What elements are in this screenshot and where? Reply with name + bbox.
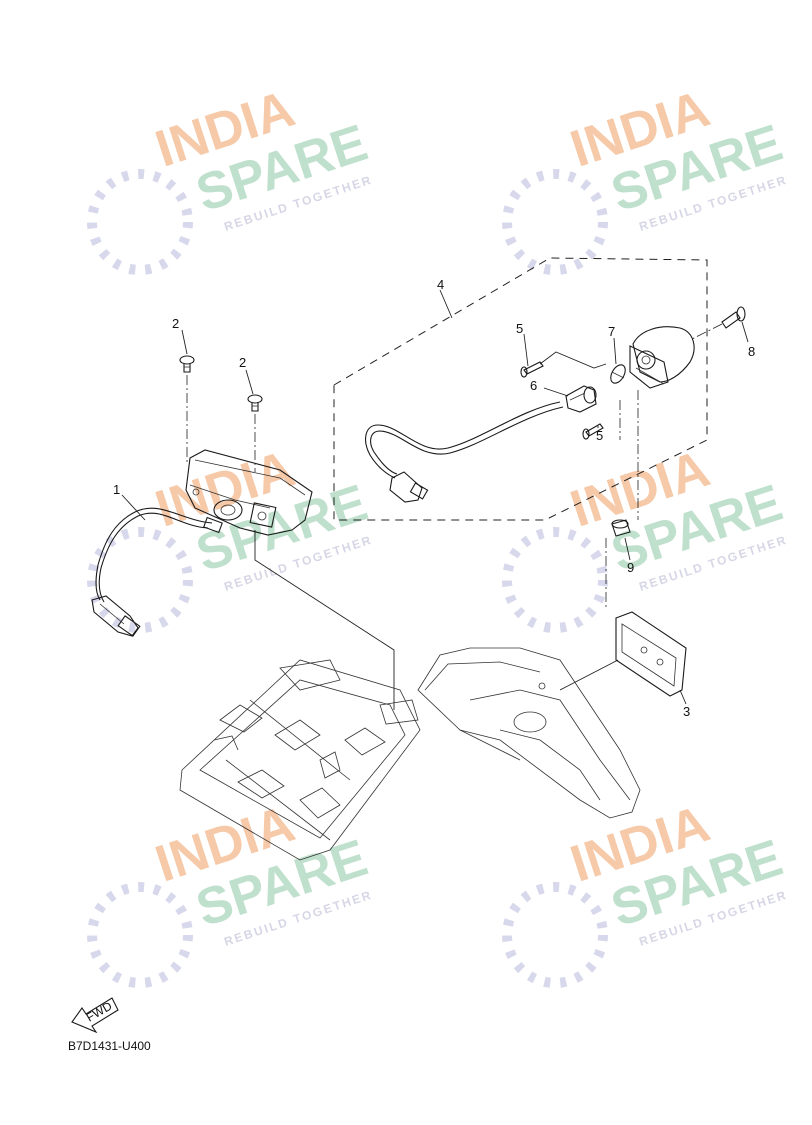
screw-5a (520, 361, 544, 378)
callout-4: 4 (437, 277, 444, 292)
watermark-gear-icon (502, 169, 608, 275)
screw-2b (247, 394, 263, 412)
callout-9: 9 (627, 560, 634, 575)
watermark-gear-icon (87, 169, 193, 275)
callout-2b-leader (245, 369, 254, 395)
callout-3-leader (679, 689, 687, 705)
rear-fender (417, 647, 641, 819)
callout-8-leader (741, 321, 749, 343)
license-light-cable-outer (370, 406, 564, 475)
callout-8: 8 (748, 344, 755, 359)
screw-5a-leader (539, 351, 607, 369)
watermark-top-left: INDIA SPARE REBUILD TOGETHER (87, 80, 374, 275)
screw-5b (582, 423, 604, 440)
fwd-label: FWD (84, 999, 115, 1025)
callout-1-leader (121, 494, 146, 521)
diagram-code: B7D1431-U400 (68, 1039, 151, 1053)
watermark-gear-icon (502, 882, 608, 988)
callout-5a: 5 (516, 321, 523, 336)
callout-9-leader (624, 537, 631, 561)
callout-5b: 5 (596, 428, 603, 443)
screw-8-axis (689, 323, 723, 341)
forward-arrow-icon: FWD (71, 997, 119, 1034)
watermark-mid-right: INDIA SPARE REBUILD TOGETHER (502, 440, 789, 633)
callout-2a: 2 (172, 316, 179, 331)
taillight-connector (91, 595, 141, 637)
license-light-connector (389, 471, 429, 503)
watermark-top-right: INDIA SPARE REBUILD TOGETHER (502, 80, 789, 275)
watermark-gear-icon (87, 882, 193, 988)
callout-3: 3 (683, 704, 690, 719)
taillight-wire (95, 507, 213, 601)
bulb (610, 364, 626, 384)
screw-8 (721, 306, 746, 329)
callout-6: 6 (530, 378, 537, 393)
callout-2b: 2 (239, 355, 246, 370)
callout-4-leader (439, 289, 453, 319)
callout-7: 7 (608, 324, 615, 339)
callout-6-leader (543, 387, 569, 397)
license-plate-bracket (615, 611, 687, 697)
callout-7-leader (613, 337, 617, 365)
callout-1: 1 (113, 482, 120, 497)
nut-9 (611, 519, 631, 537)
callout-5a-leader (523, 333, 529, 367)
license-lamp-housing (629, 326, 695, 389)
watermark-mid-left: INDIA SPARE REBUILD TOGETHER (87, 440, 374, 633)
bracket-mount-line (559, 659, 619, 691)
frame-rail (179, 659, 421, 861)
screw-2a (179, 355, 195, 373)
taillight-mount-line (254, 530, 395, 710)
taillight-wire-outer (98, 512, 209, 603)
watermark-gear-icon (502, 527, 608, 633)
watermark-bottom-right: INDIA SPARE REBUILD TOGETHER (502, 795, 789, 988)
license-light-cable (365, 401, 561, 479)
watermark-gear-icon (87, 527, 193, 633)
bulb-socket (565, 385, 597, 413)
callout-2a-leader (181, 329, 188, 355)
